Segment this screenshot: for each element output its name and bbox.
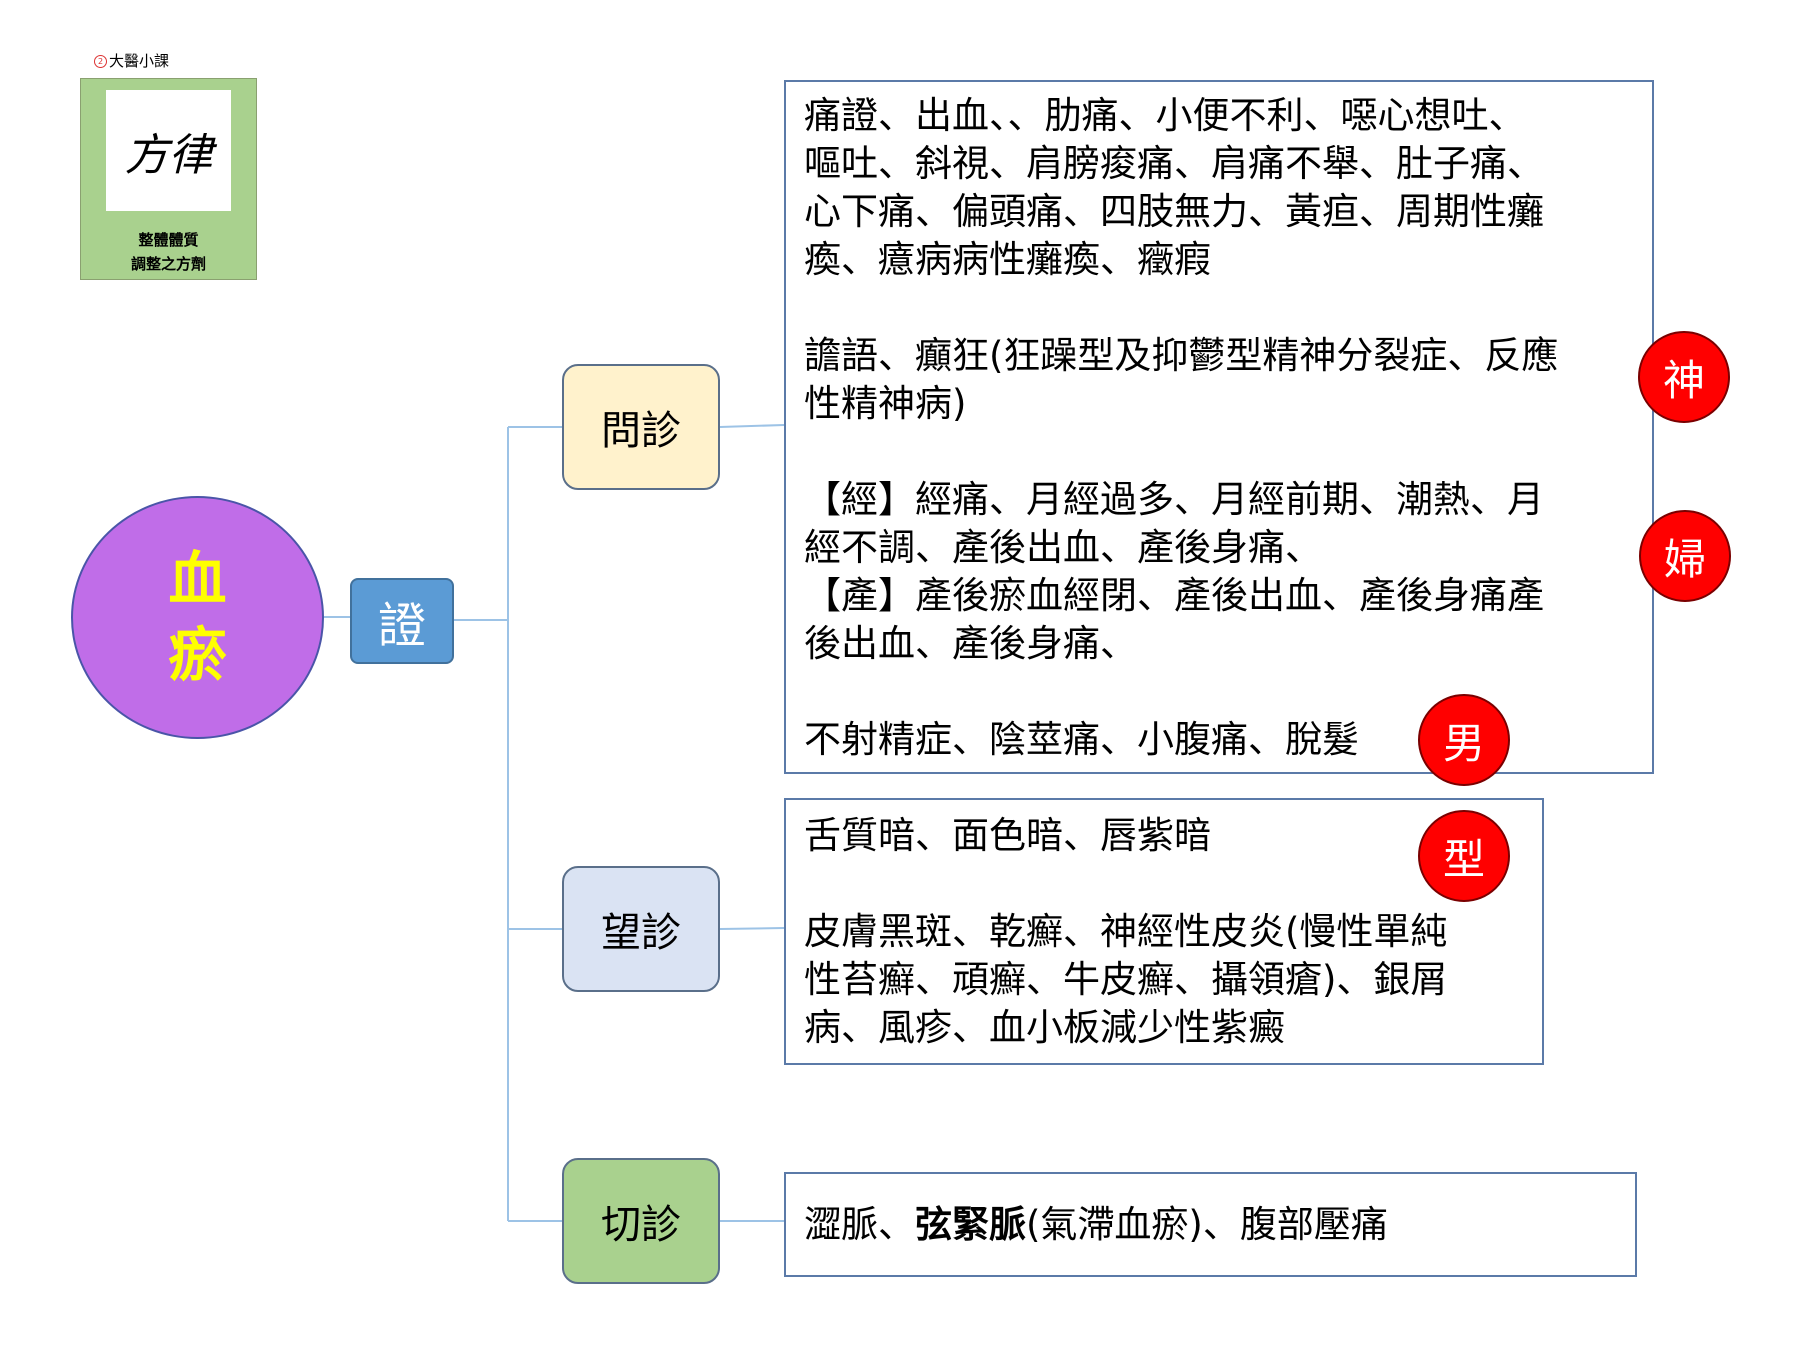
- qie-detail-box: 澀脈、弦緊脈(氣滯血瘀)、腹部壓痛: [784, 1172, 1637, 1277]
- wang-detail-box: 舌質暗、面色暗、唇紫暗 皮膚黑斑、乾癬、神經性皮炎(慢性單純 性苔癬、頑癬、牛皮…: [784, 798, 1544, 1065]
- middle-node: 證: [350, 578, 454, 664]
- wen-line: 性精神病): [804, 382, 967, 425]
- category-wang: 望診: [562, 866, 720, 992]
- logo-calligraphy: 方律: [106, 90, 231, 211]
- wen-line: 不射精症、陰莖痛、小腹痛、脫髮: [804, 718, 1359, 761]
- root-char-2: 瘀: [168, 620, 227, 689]
- qie-text-2: (氣滯血瘀)、腹部壓痛: [1026, 1202, 1388, 1246]
- badge-nan: 男: [1418, 694, 1510, 786]
- qie-text-bold: 弦緊脈: [915, 1202, 1026, 1246]
- connector-wen-detail: [719, 424, 785, 428]
- wang-line: 舌質暗、面色暗、唇紫暗: [804, 814, 1211, 857]
- wang-line: 病、風疹、血小板減少性紫癜: [804, 1006, 1285, 1049]
- wen-line: 痛證、出血、、肋痛、小便不利、噁心想吐、: [804, 94, 1526, 137]
- wen-line: 【產】產後瘀血經閉、產後出血、產後身痛產: [804, 574, 1544, 617]
- wen-detail-box: 痛證、出血、、肋痛、小便不利、噁心想吐、 嘔吐、斜視、肩膀痠痛、肩痛不舉、肚子痛…: [784, 80, 1654, 774]
- badge-fu: 婦: [1639, 510, 1731, 602]
- qie-text-1: 澀脈、: [804, 1202, 915, 1246]
- logo-caption-line1: 整體體質: [138, 231, 199, 249]
- wen-line: 譫語、癲狂(狂躁型及抑鬱型精神分裂症、反應: [804, 334, 1559, 377]
- wang-line: 皮膚黑斑、乾癬、神經性皮炎(慢性單純: [804, 910, 1448, 953]
- category-qie: 切診: [562, 1158, 720, 1284]
- wen-line: 後出血、產後身痛、: [804, 622, 1137, 665]
- category-wen: 問診: [562, 364, 720, 490]
- brand-dot-icon: 2: [94, 55, 107, 68]
- badge-shen: 神: [1638, 331, 1730, 423]
- wang-line: 性苔癬、頑癬、牛皮癬、攝領瘡)、銀屑: [804, 958, 1448, 1001]
- brand-text: 大醫小課: [109, 52, 170, 70]
- root-node: 血 瘀: [71, 496, 324, 739]
- qie-line: 澀脈、弦緊脈(氣滯血瘀)、腹部壓痛: [804, 1201, 1388, 1249]
- root-char-1: 血: [168, 545, 227, 614]
- wen-line: 心下痛、偏頭痛、四肢無力、黃疸、周期性癱: [804, 190, 1544, 233]
- connector-wang-detail: [719, 927, 785, 930]
- wen-line: 嘔吐、斜視、肩膀痠痛、肩痛不舉、肚子痛、: [804, 142, 1544, 185]
- logo: 方律 整體體質 調整之方劑: [80, 78, 257, 280]
- badge-xing: 型: [1418, 810, 1510, 902]
- wen-line: 瘓、癔病病性癱瘓、癥瘕: [804, 238, 1211, 281]
- wen-line: 經不調、產後出血、產後身痛、: [804, 526, 1322, 569]
- wen-line: 【經】經痛、月經過多、月經前期、潮熱、月: [804, 478, 1544, 521]
- logo-caption-line2: 調整之方劑: [130, 255, 206, 273]
